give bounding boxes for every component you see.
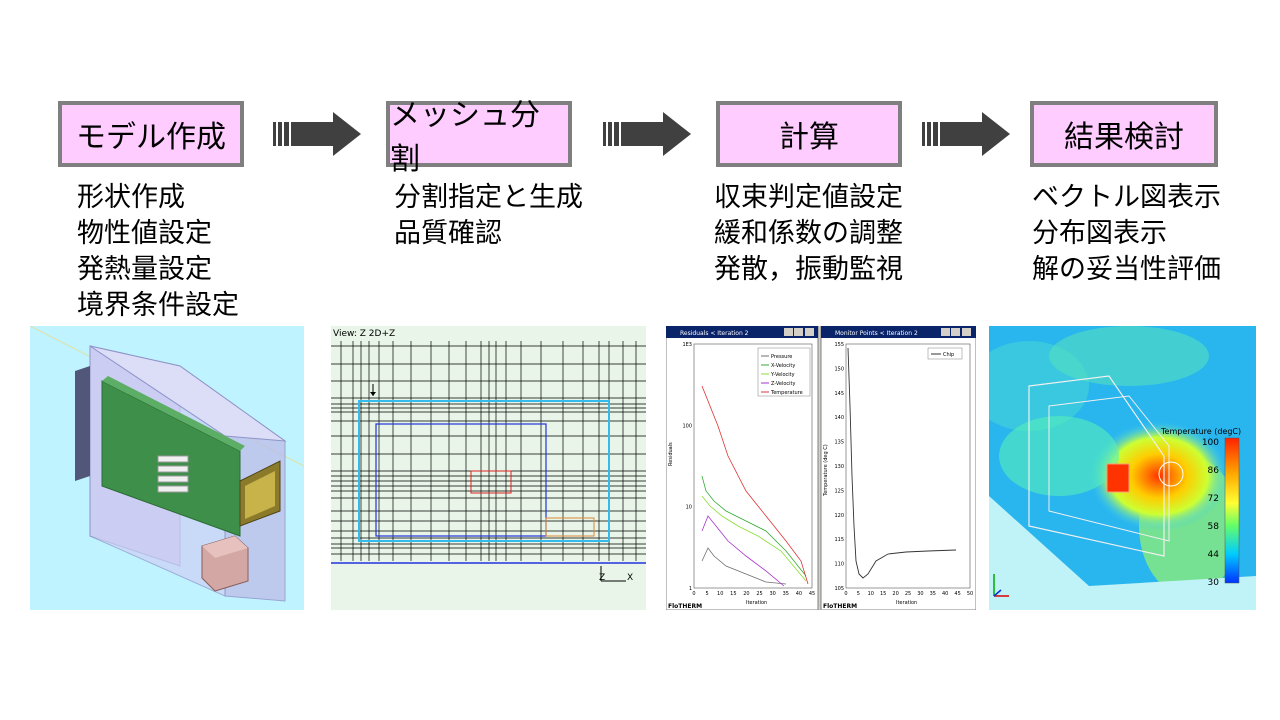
residuals-xtick: 45: [809, 591, 815, 597]
temperature-scale-tick: 30: [1208, 578, 1220, 588]
residuals-series-line: [701, 385, 809, 585]
residuals-series-line: [701, 547, 787, 585]
residuals-legend-item: Temperature: [770, 390, 803, 396]
residuals-xtick: 30: [769, 591, 775, 597]
residuals-xtick: 5: [706, 591, 709, 597]
monitor-ytick: 145: [834, 391, 844, 397]
monitor-ytick: 140: [834, 415, 844, 421]
residuals-series-line: [701, 495, 807, 582]
residuals-xtick: 40: [796, 591, 802, 597]
temperature-scale-tick: 58: [1208, 522, 1220, 532]
temperature-legend-title: Temperature (degC): [1160, 427, 1241, 436]
model-3d-image: [30, 326, 304, 610]
list-item: 解の妥当性評価: [1032, 254, 1221, 285]
list-item: 発散，振動監視: [714, 254, 903, 285]
mesh-generation-list: 分割指定と生成 品質確認: [394, 180, 583, 252]
arrow-right-icon: [603, 112, 691, 156]
monitor-xtick: 50: [967, 591, 973, 597]
monitor-xtick: 40: [942, 591, 948, 597]
monitor-xtick: 0: [844, 591, 847, 597]
monitor-xtick: 30: [917, 591, 923, 597]
residuals-xtick: 20: [743, 591, 749, 597]
monitor-xtick: 5: [857, 591, 860, 597]
result-review-list: ベクトル図表示 分布図表示 解の妥当性評価: [1032, 180, 1221, 288]
residuals-plot-frame: [693, 343, 813, 589]
residuals-legend-item: Pressure: [771, 354, 792, 360]
temperature-scale-tick: 100: [1202, 438, 1219, 448]
monitor-xlabel: Iteration: [896, 600, 917, 606]
step-label: メッシュ分割: [390, 98, 540, 177]
step-box-calculation: 計算: [716, 101, 902, 167]
step-label: モデル作成: [76, 120, 226, 155]
monitor-xtick: 45: [954, 591, 960, 597]
residuals-window-title: Residuals < Iteration 2: [680, 330, 749, 337]
mesh-view-caption: View: Z 2D+Z: [333, 329, 395, 339]
list-item: 収束判定値設定: [714, 182, 903, 213]
residuals-legend-item: X-Velocity: [771, 363, 795, 369]
monitor-window-title: Monitor Points < Iteration 2: [835, 330, 918, 337]
monitor-brand: FloTHERM: [823, 603, 857, 610]
arrow-right-icon: [273, 112, 361, 156]
residuals-ytick: 100: [682, 423, 692, 429]
residuals-xtick: 35: [783, 591, 789, 597]
residuals-xtick: 0: [692, 591, 695, 597]
monitor-plot-frame: [845, 343, 971, 589]
list-item: 発熱量設定: [77, 254, 212, 285]
residuals-brand: FloTHERM: [668, 603, 702, 610]
residuals-legend-item: Y-Velocity: [770, 372, 795, 378]
monitor-xtick: 35: [930, 591, 936, 597]
arrow-right-icon: [922, 112, 1010, 156]
axis-label-x: X: [627, 573, 633, 583]
monitor-ytick: 155: [834, 342, 844, 348]
axis-label-z: Z: [599, 573, 605, 583]
residuals-ytick: 1: [689, 586, 692, 592]
step-label: 結果検討: [1064, 120, 1184, 155]
monitor-ytick: 115: [834, 537, 844, 543]
monitor-ytick: 130: [834, 464, 844, 470]
list-item: 形状作成: [77, 182, 185, 213]
calculation-list: 収束判定値設定 緩和係数の調整 発散，振動監視: [714, 180, 903, 288]
monitor-ytick: 135: [834, 440, 844, 446]
monitor-xtick: 15: [880, 591, 886, 597]
thermal-result-image: Temperature (degC) 100 86 72 58 44 30: [989, 326, 1256, 610]
residuals-series-line: [701, 515, 785, 587]
residuals-xlabel: Iteration: [746, 600, 767, 606]
list-item: 緩和係数の調整: [714, 218, 903, 249]
monitor-ylabel: Temperature (deg C): [823, 444, 829, 497]
residuals-ytick: 10: [686, 505, 692, 511]
monitor-ytick: 125: [834, 488, 844, 494]
list-item: 物性値設定: [77, 218, 212, 249]
monitor-ytick: 105: [834, 586, 844, 592]
step-label: 計算: [779, 120, 839, 155]
monitor-line-chip: [847, 347, 957, 579]
monitor-xtick: 25: [905, 591, 911, 597]
monitor-ytick: 120: [834, 513, 844, 519]
residuals-xtick: 25: [756, 591, 762, 597]
model-creation-list: 形状作成 物性値設定 発熱量設定 境界条件設定: [77, 180, 239, 324]
step-box-mesh-generation: メッシュ分割: [386, 98, 572, 177]
residuals-ylabel: Residuals: [668, 442, 674, 466]
monitor-xtick: 20: [892, 591, 898, 597]
residuals-series-line: [701, 475, 807, 577]
list-item: 分割指定と生成: [394, 182, 583, 213]
temperature-scale-tick: 86: [1208, 466, 1220, 476]
monitor-ytick: 110: [834, 562, 844, 568]
monitor-xtick: 10: [868, 591, 874, 597]
step-box-result-review: 結果検討: [1030, 101, 1218, 167]
monitor-legend-chip: Chip: [943, 352, 954, 358]
list-item: 境界条件設定: [77, 290, 239, 321]
step-box-model-creation: モデル作成: [58, 101, 244, 167]
temperature-scale-tick: 44: [1208, 550, 1220, 560]
monitor-ytick: 150: [834, 366, 844, 372]
residuals-ytick: 1E3: [682, 342, 692, 348]
residuals-legend-item: Z-Velocity: [771, 381, 796, 387]
temperature-scale-tick: 72: [1208, 494, 1219, 504]
list-item: ベクトル図表示: [1032, 182, 1221, 213]
residuals-xtick: 10: [717, 591, 723, 597]
mesh-grid-image: View: Z 2D+Z Z X: [331, 326, 646, 610]
list-item: 品質確認: [394, 218, 502, 249]
list-item: 分布図表示: [1032, 218, 1167, 249]
residuals-xtick: 15: [730, 591, 736, 597]
